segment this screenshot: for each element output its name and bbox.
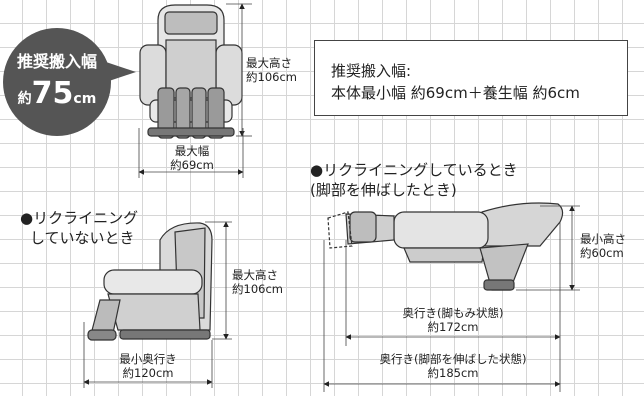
reclined-depth2-title: 奥行き(脚部を伸ばした状態) [379, 352, 527, 366]
upright-height-label: 最大高さ 約106cm [232, 268, 283, 296]
reclined-heading-line2: (脚部を伸ばしたとき) [310, 181, 457, 199]
reclined-height-label: 最小高さ 約60cm [580, 232, 626, 260]
reclined-heading: ●リクライニングしているとき (脚部を伸ばしたとき) [310, 160, 518, 200]
reclined-depth1-value: 約172cm [427, 320, 479, 334]
reclined-depth1-label: 奥行き(脚もみ状態) 約172cm [398, 306, 508, 334]
badge-title: 推奨搬入幅 [16, 52, 97, 71]
upright-dimension-lines [83, 221, 232, 388]
upright-heading: ●リクライニング していないとき [20, 208, 138, 248]
front-width-label: 最大幅 約69cm [160, 144, 224, 172]
note-line2: 本体最小幅 約69cm＋養生幅 約6cm [331, 84, 580, 102]
badge-unit: cm [73, 91, 97, 107]
front-height-title: 最大高さ [246, 56, 292, 70]
recommended-width-badge: 推奨搬入幅 約75cm [3, 28, 111, 136]
upright-depth-value: 約120cm [122, 366, 174, 380]
upright-side-chair [87, 222, 213, 341]
upright-depth-label: 最小奥行き 約120cm [112, 352, 184, 380]
reclined-height-value: 約60cm [580, 246, 624, 260]
upright-heading-line1: ●リクライニング [20, 209, 139, 227]
reclined-side-chair [327, 202, 564, 291]
front-width-title: 最大幅 [174, 144, 210, 158]
upright-height-title: 最大高さ [232, 268, 278, 282]
reclined-depth2-label: 奥行き(脚部を伸ばした状態) 約185cm [368, 352, 538, 380]
upright-depth-title: 最小奥行き [119, 352, 177, 366]
front-view-dimension-lines [138, 3, 252, 178]
note-line1: 推奨搬入幅: [331, 62, 412, 80]
upright-heading-line2: していないとき [30, 229, 135, 247]
reclined-heading-line1: ●リクライニングしているとき [310, 161, 518, 179]
recommended-width-note: 推奨搬入幅: 本体最小幅 約69cm＋養生幅 約6cm [314, 40, 628, 116]
reclined-depth1-title: 奥行き(脚もみ状態) [402, 306, 504, 320]
badge-prefix: 約 [17, 91, 32, 107]
reclined-depth2-value: 約185cm [427, 366, 479, 380]
reclined-height-title: 最小高さ [580, 232, 626, 246]
reclined-dimension-lines [323, 205, 580, 392]
front-height-label: 最大高さ 約106cm [246, 56, 297, 84]
front-width-value: 約69cm [170, 158, 214, 172]
badge-value: 約75cm [3, 76, 111, 111]
front-height-value: 約106cm [246, 70, 297, 84]
front-view-chair [139, 4, 243, 139]
badge-number: 75 [31, 76, 74, 111]
upright-height-value: 約106cm [232, 282, 283, 296]
